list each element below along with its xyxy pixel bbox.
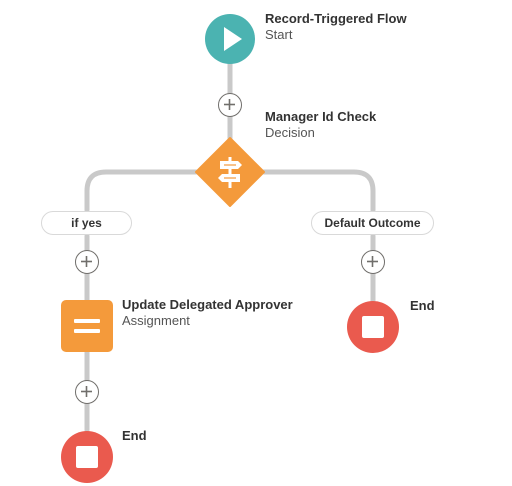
branch-label-if-yes[interactable]: if yes [41,211,132,235]
end-node[interactable] [347,301,399,353]
decision-node[interactable] [194,136,266,208]
end-label: End [122,428,147,443]
stop-icon [76,446,98,468]
assignment-node[interactable] [61,300,113,352]
add-element-button[interactable] [218,93,242,117]
start-node[interactable] [205,14,255,64]
decision-label: Manager Id Check Decision [265,109,376,141]
start-subtitle: Start [265,27,293,42]
add-element-button[interactable] [75,380,99,404]
start-label: Record-Triggered Flow Start [265,11,407,43]
decision-icon [195,137,265,207]
assignment-label: Update Delegated Approver Assignment [122,297,293,329]
assignment-icon [74,319,100,333]
decision-subtitle: Decision [265,125,315,140]
plus-icon [367,256,378,267]
assignment-subtitle: Assignment [122,313,190,328]
add-element-button[interactable] [361,250,385,274]
start-title: Record-Triggered Flow [265,11,407,26]
add-element-button[interactable] [75,250,99,274]
end-node[interactable] [61,431,113,483]
branch-label-default-outcome[interactable]: Default Outcome [311,211,434,235]
decision-title: Manager Id Check [265,109,377,124]
assignment-title: Update Delegated Approver [122,297,293,312]
plus-icon [81,256,92,267]
play-icon [224,27,242,51]
end-label: End [410,298,435,313]
plus-icon [224,99,235,110]
stop-icon [362,316,384,338]
plus-icon [81,386,92,397]
